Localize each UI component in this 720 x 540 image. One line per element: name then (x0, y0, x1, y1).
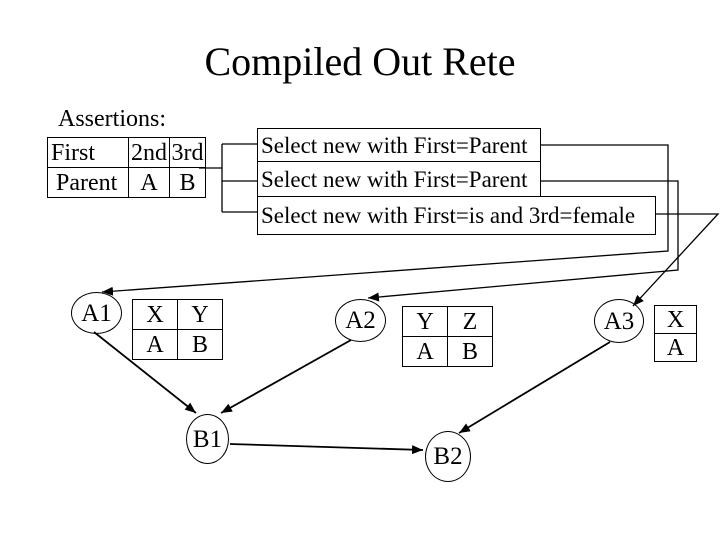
a2-memory-header-z: Z (447, 306, 493, 337)
a1-memory-header-y: Y (177, 299, 223, 330)
assertions-value-parent: Parent (47, 167, 129, 198)
edge-a2-to-b1 (220, 339, 352, 414)
alpha-node-a1: A1 (71, 292, 122, 334)
assertions-header-row: First 2nd 3rd (47, 137, 206, 168)
a2-memory-value-a: A (402, 336, 448, 367)
alpha-memory-a3: X A (654, 305, 697, 362)
assertions-header-3rd: 3rd (169, 137, 206, 168)
a2-memory-header-y: Y (402, 306, 448, 337)
alpha-node-a3: A3 (594, 299, 644, 343)
a1-memory-header-x: X (132, 299, 178, 330)
beta-node-b2: B2 (425, 431, 471, 482)
assertions-header-first: First (47, 137, 129, 168)
beta-node-b1: B1 (186, 414, 229, 464)
assertions-header-2nd: 2nd (128, 137, 170, 168)
a1-memory-value-a: A (132, 329, 178, 360)
connector-assertions-bracket (199, 143, 257, 213)
page-title: Compiled Out Rete (204, 39, 516, 84)
assertions-value-a: A (128, 167, 170, 198)
assertions-label: Assertions: (58, 106, 166, 132)
a3-memory-value-a: A (654, 333, 697, 362)
alpha-memory-a2: Y Z A B (402, 306, 493, 367)
assertions-value-b: B (169, 167, 206, 198)
a3-memory-header-x: X (654, 305, 697, 334)
assertions-table: First 2nd 3rd Parent A B (47, 137, 206, 198)
select-node-3: Select new with First=is and 3rd=female (257, 196, 656, 235)
alpha-node-a2: A2 (335, 299, 386, 342)
assertions-value-row: Parent A B (47, 167, 206, 198)
select-node-2: Select new with First=Parent (257, 161, 541, 197)
edge-b1-to-b2 (229, 443, 424, 455)
select-node-1: Select new with First=Parent (257, 128, 541, 162)
alpha-memory-a1: X Y A B (132, 299, 223, 360)
a2-memory-value-b: B (447, 336, 493, 367)
a1-memory-value-b: B (177, 329, 223, 360)
